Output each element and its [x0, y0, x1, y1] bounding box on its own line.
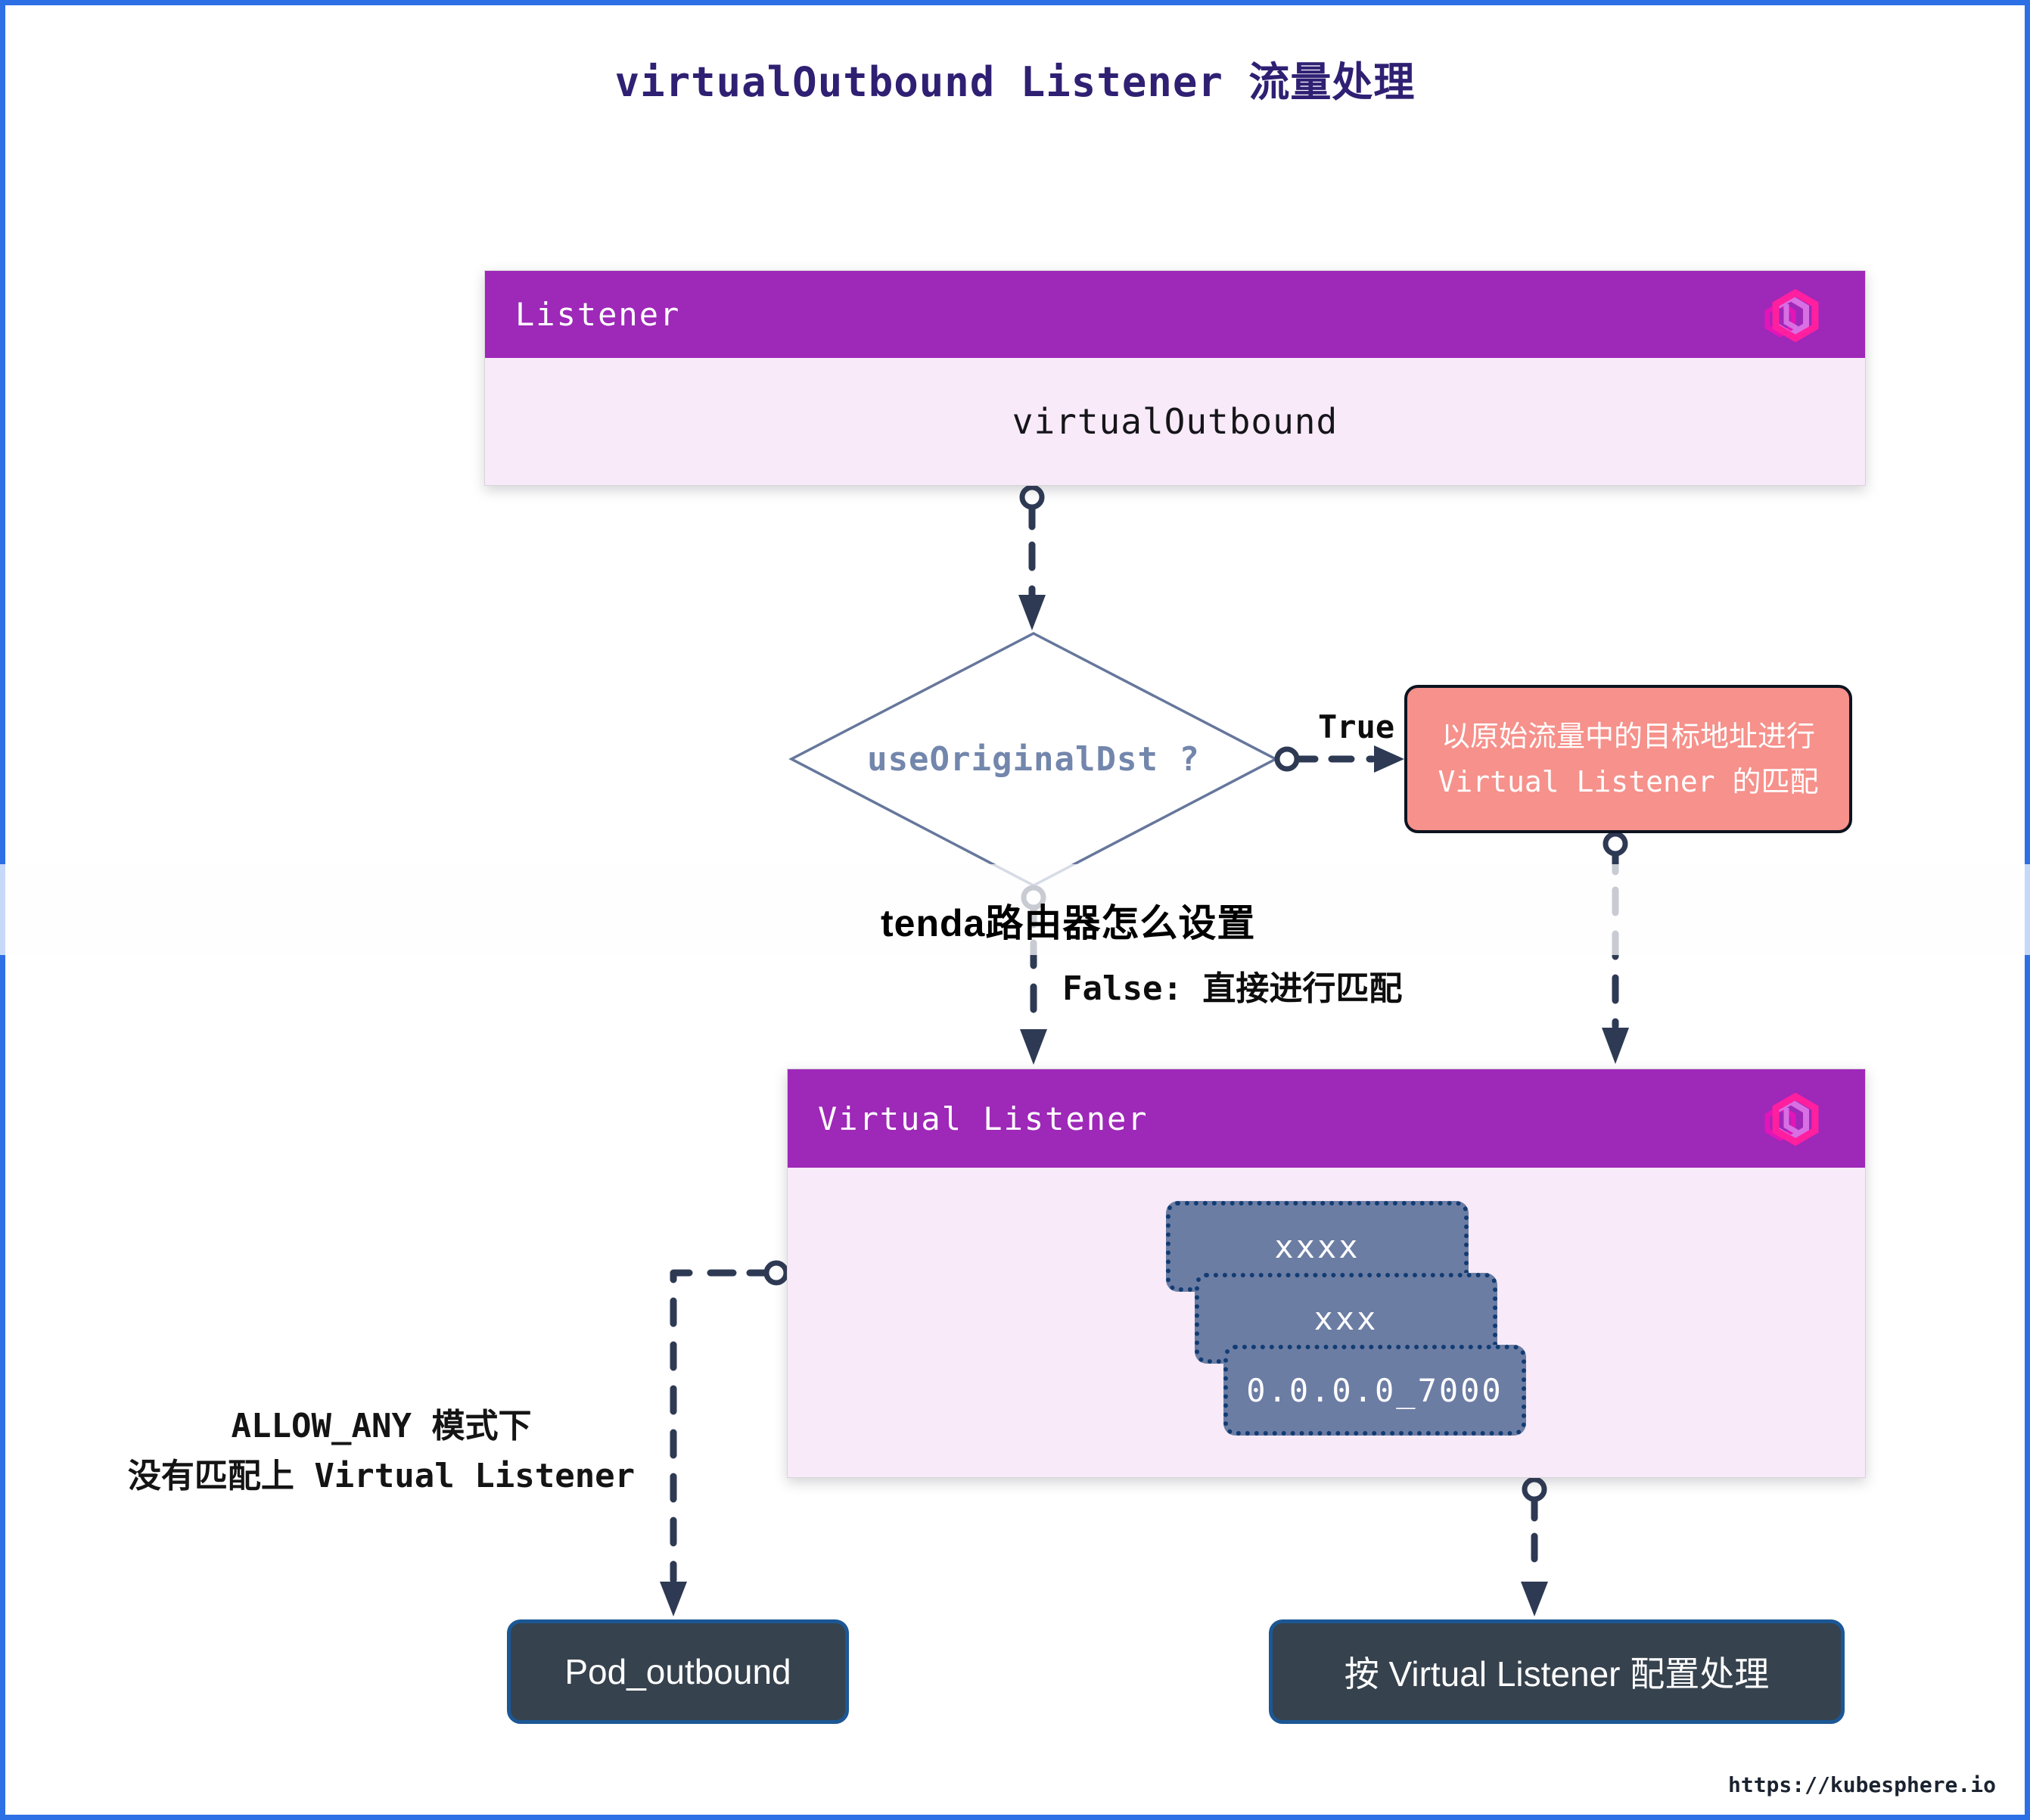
- virtual-listener-card: Virtual Listener xxxx xxx 0.0.0.0_7000: [787, 1069, 1866, 1478]
- kubesphere-logo-icon: [1764, 1092, 1819, 1146]
- seo-overlay-text: tenda路由器怎么设置: [881, 902, 1256, 944]
- allow-any-note-line1: ALLOW_ANY 模式下: [231, 1407, 532, 1445]
- true-branch-label: True: [1318, 708, 1395, 745]
- connector-diamond-true: [1274, 746, 1376, 772]
- connector-vl-to-pod: [670, 1260, 789, 1584]
- listener-card-header: Listener: [485, 271, 1865, 358]
- vl-process-box: 按 Virtual Listener 配置处理: [1269, 1619, 1845, 1724]
- decision-question: useOriginalDst ?: [867, 740, 1200, 779]
- true-result-box: 以原始流量中的目标地址进行 Virtual Listener 的匹配: [1404, 685, 1852, 833]
- arrowhead: [1020, 1029, 1047, 1065]
- true-result-line2: Virtual Listener 的匹配: [1438, 765, 1819, 798]
- connector-listener-to-diamond: [1019, 484, 1045, 599]
- arrowhead: [1521, 1582, 1548, 1616]
- page-title: virtualOutbound Listener 流量处理: [614, 58, 1416, 106]
- true-result-line1: 以原始流量中的目标地址进行: [1441, 720, 1815, 753]
- virtual-listener-card-header: Virtual Listener: [788, 1069, 1865, 1168]
- false-branch-label: False: 直接进行匹配: [1062, 969, 1403, 1008]
- site-link[interactable]: https://kubesphere.io: [1727, 1772, 1996, 1797]
- listener-value: virtualOutbound: [1012, 401, 1338, 442]
- listener-card-title: Listener: [515, 296, 681, 333]
- kubesphere-logo-icon: [1764, 288, 1819, 342]
- arrowhead: [1602, 1028, 1629, 1064]
- arrowhead: [1374, 745, 1404, 773]
- virtual-listener-card-title: Virtual Listener: [818, 1100, 1149, 1137]
- connector-vl-to-process: [1522, 1476, 1547, 1584]
- connector-trueresult-to-vl: [1603, 831, 1628, 1030]
- pod-outbound-box: Pod_outbound: [507, 1619, 849, 1724]
- allow-any-note: ALLOW_ANY 模式下 没有匹配上 Virtual Listener: [88, 1402, 675, 1501]
- listener-card: Listener virtualOutbound: [484, 270, 1866, 486]
- arrowhead: [660, 1582, 687, 1616]
- arrowhead: [1018, 595, 1046, 630]
- allow-any-note-line2: 没有匹配上 Virtual Listener: [127, 1457, 636, 1495]
- virtual-listener-item: 0.0.0.0_7000: [1223, 1345, 1526, 1436]
